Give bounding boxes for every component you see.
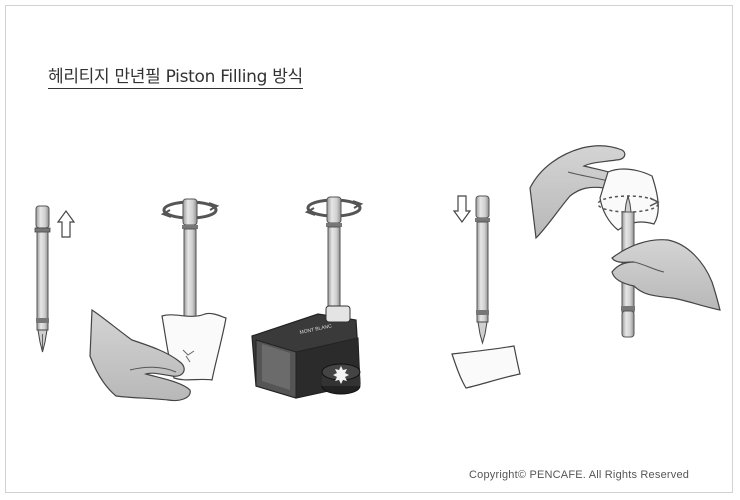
copyright-text: Copyright© PENCAFE. All Rights Reserved <box>469 469 690 481</box>
step-5-lower-hand-icon <box>611 239 721 311</box>
page-title: 헤리티지 만년필 Piston Filling 방식 <box>48 62 303 89</box>
illustration-frame <box>5 5 733 493</box>
step-4-tissue-icon <box>451 345 521 389</box>
step-3-pen-icon <box>326 196 342 328</box>
down-arrow-icon <box>452 195 472 224</box>
step-1-pen-icon <box>34 205 51 353</box>
step-2-hand-icon <box>89 308 191 402</box>
ink-bottle-cap-icon <box>321 363 361 395</box>
step-4-pen-icon <box>475 195 490 345</box>
up-arrow-icon <box>56 209 76 238</box>
